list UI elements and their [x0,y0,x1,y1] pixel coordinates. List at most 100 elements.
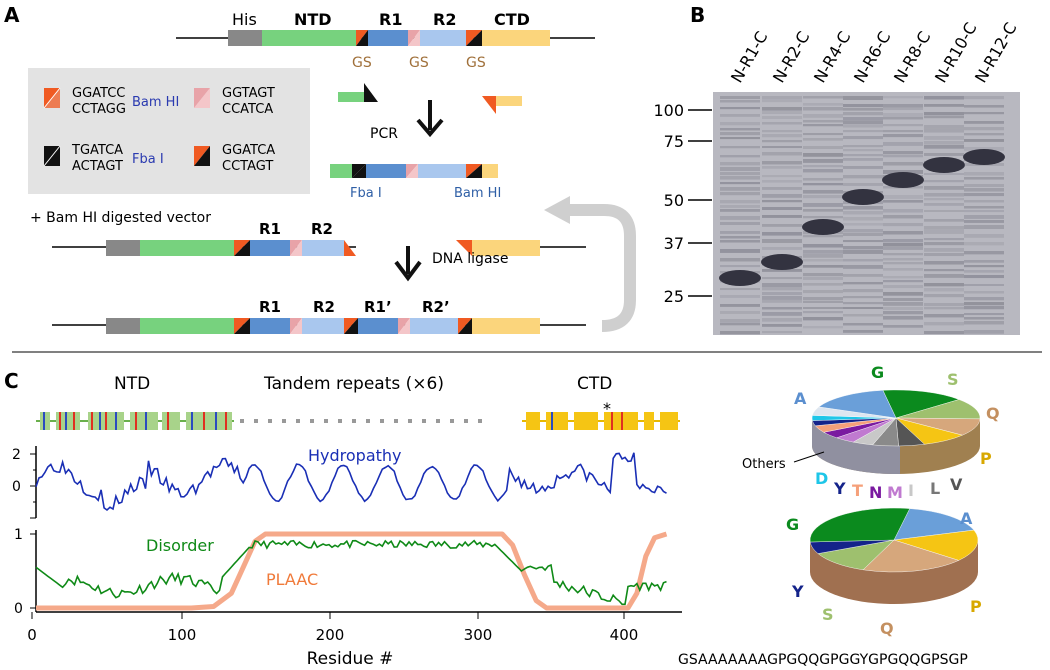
gel-background-band [762,161,802,165]
pie-top-label-m: M [887,483,903,502]
ctd-domain-label: CTD [577,374,612,394]
gel-background-band [720,182,760,185]
gel-background-band [720,114,760,117]
gel-background-band [803,290,843,294]
gel-background-band [803,216,843,219]
gel-background-band [720,100,760,103]
gel-background-band [964,297,1004,301]
scar2-seq-bottom: CCTAGT [222,159,273,174]
primer-forward [338,83,378,102]
gel-background-band [803,124,843,127]
pie-slice [818,390,897,419]
gel-background-band [883,96,923,99]
vector-r2-label: R2 [311,220,333,238]
gel-background-band [720,187,760,191]
gel-background-band [883,130,923,133]
gel-background-band [762,96,802,100]
gel-background-band [883,215,923,219]
gel-background-band [883,311,923,315]
gel-background-band [964,330,1004,334]
gel-background-band [964,206,1004,209]
gel-background-band [964,112,1004,115]
gel-background-band [843,136,883,140]
gel-background-band [803,146,843,149]
gel-background-band [883,104,923,108]
gel-background-band [883,325,923,328]
gel-background-band [843,96,883,100]
gel-background-band [964,234,1004,238]
gel-background-band [924,226,964,230]
gel-background-band [720,155,760,158]
construct-diagram [176,30,595,46]
gel-background-band [924,198,964,201]
gel-background-band [843,145,883,148]
gel-background-band [883,231,923,235]
gel-background-band [843,323,883,326]
bamhi-name: Bam HI [132,95,179,110]
gel-background-band [720,192,760,196]
gel-background-band [843,211,883,215]
gel-background-band [720,132,760,136]
repeat-sequence: GSAAAAAAAGPGQQGPGGYGPGQQGPSGP [678,652,968,668]
lane-label: N-R4-C [810,28,854,86]
marker-label: 100 [653,101,684,120]
gel-background-band [803,159,843,163]
gel-background-band [720,240,760,243]
gel-background-band [883,302,923,306]
gel-background-band [803,169,843,173]
gel-background-band [843,274,883,277]
plaac-label: PLAAC [266,570,318,589]
dis-tick-1: 1 [14,527,23,543]
gel-background-band [843,233,883,236]
gel-background-band [964,220,1004,223]
gel-background-band [843,307,883,310]
scar1-swatch-icon [194,88,210,108]
others-leader-line [793,451,825,463]
pie-top-label-y: Y [833,479,846,498]
gel-background-band [762,224,802,227]
gel-background-band [803,326,843,329]
pie-top-label-i: I [908,481,914,500]
gel-background-band [924,288,964,292]
gel-background-band [883,239,923,243]
gel-background-band [964,133,1004,136]
gel-background-band [720,205,760,208]
gel-background-band [843,250,883,254]
gel-background-band [720,222,760,225]
gel-background-band [720,96,760,99]
repeats-label: Tandem repeats (×6) [263,374,444,394]
gel-background-band [803,311,843,314]
marker-label: 50 [664,191,684,210]
gel-background-band [924,331,964,335]
gel-background-band [924,307,964,310]
gel-background-band [762,232,802,236]
gel-main-band [719,270,761,286]
pie-top-label-s: S [947,370,959,389]
gel-background-band [924,248,964,252]
gel-background-band [964,139,1004,142]
gel-background-band [762,300,802,303]
pie-top-label-g: G [871,363,884,382]
gel-background-band [964,275,1004,279]
gel-background-band [803,297,843,301]
gel-background-band [762,247,802,250]
gel-background-band [762,175,802,178]
gel-background-band [883,113,923,117]
bamhi-swatch-icon [43,87,61,109]
vector-label: + Bam HI digested vector [30,210,211,226]
gel-background-band [964,302,1004,306]
gel-background-band [720,216,760,220]
gel-background-band [964,251,1004,255]
pie-slice [817,539,895,571]
gel-background-band [924,261,964,265]
pie-slice [895,399,981,420]
gel-background-band [762,146,802,149]
pie-top-label-v: V [950,475,963,494]
gel-background-band [964,193,1004,197]
gel-background-band [883,209,923,213]
gel-background-band [720,249,760,253]
gel-background-band [762,277,802,280]
gel-background-band [964,96,1004,100]
gel-background-band [964,225,1004,229]
gel-background-band [883,262,923,265]
